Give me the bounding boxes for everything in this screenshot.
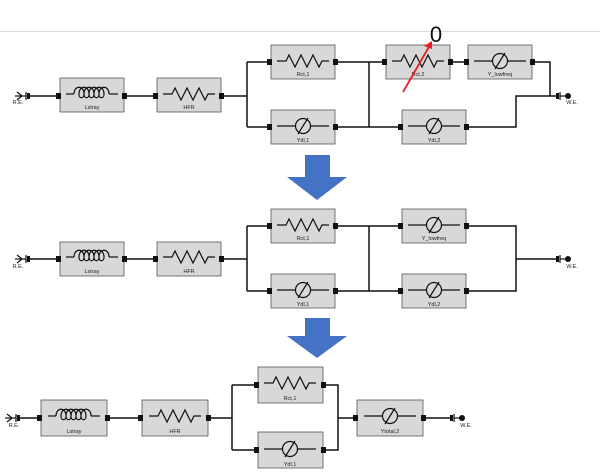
stage3-rct1-label: Rct,1: [284, 396, 297, 402]
stage1-rct2-label: Rct,2: [412, 72, 425, 78]
top-divider: [0, 31, 600, 32]
stage1-rct1-label: Rct,1: [297, 72, 310, 78]
stage2-ydl1-component: Ydl,1: [267, 273, 338, 309]
stage3-ytotal2-label: Ytotal,2: [381, 429, 400, 435]
stage3-re-label: R.E.: [9, 423, 20, 429]
stage1-hfr-component: HFR: [153, 77, 224, 113]
down-arrow-1: [287, 155, 347, 200]
stage2-hfr-label: HFR: [183, 269, 194, 275]
short-circuit-annotation: 0: [402, 22, 442, 93]
stage1-lstray-component: Lstray: [56, 77, 127, 113]
stage2-ydl1-label: Ydl,1: [297, 302, 310, 308]
stage3-ytotal2-component: Ytotal,2: [353, 399, 426, 437]
stage2-ylowfreq-label: Y_lowfreq: [422, 236, 446, 242]
stage1-ylowfreq-label: Y_lowfreq: [488, 72, 512, 78]
stage3-circuit: R.E. Lstray HFR Rct,1 Ydl,1: [4, 366, 472, 469]
stage1-ylowfreq-component: Y_lowfreq: [464, 44, 535, 80]
stage1-circuit: R.E. Lstray HFR Rct,1 Ydl,1: [13, 22, 578, 145]
stage1-ydl1-component: Ydl,1: [267, 109, 338, 145]
stage2-ydl2-component: Ydl,2: [398, 273, 469, 309]
stage3-ydl1-label: Ydl,1: [284, 462, 297, 468]
stage3-hfr-label: HFR: [169, 429, 180, 435]
stage2-rct1-component: Rct,1: [267, 208, 338, 244]
stage3-lstray-component: Lstray: [37, 399, 110, 437]
stage2-ylowfreq-component: Y_lowfreq: [398, 208, 469, 244]
stage1-rct2-component: Rct,2: [382, 44, 453, 80]
stage2-re-label: R.E.: [13, 264, 24, 270]
stage3-we-label: W.E.: [460, 423, 472, 429]
stage2-lstray-component: Lstray: [56, 241, 127, 277]
stage3-rct1-component: Rct,1: [254, 366, 326, 404]
stage1-hfr-label: HFR: [183, 105, 194, 111]
stage1-lstray-label: Lstray: [85, 105, 100, 111]
stage2-we-label: W.E.: [566, 264, 578, 270]
stage3-ydl1-component: Ydl,1: [254, 431, 326, 469]
stage3-hfr-component: HFR: [138, 399, 211, 437]
stage1-re-label: R.E.: [13, 100, 24, 106]
stage1-ydl2-component: Ydl,2: [398, 109, 469, 145]
stage2-circuit: R.E. Lstray HFR Rct,1 Ydl,1: [13, 208, 578, 309]
stage1-ydl1-label: Ydl,1: [297, 138, 310, 144]
stage2-hfr-component: HFR: [153, 241, 224, 277]
stage2-rct1-label: Rct,1: [297, 236, 310, 242]
down-arrow-2: [287, 318, 347, 358]
stage1-rct1-component: Rct,1: [267, 44, 338, 80]
stage2-lstray-label: Lstray: [85, 269, 100, 275]
stage1-ydl2-label: Ydl,2: [428, 138, 441, 144]
stage3-lstray-label: Lstray: [67, 429, 82, 435]
stage1-we-label: W.E.: [566, 100, 578, 106]
stage2-ydl2-label: Ydl,2: [428, 302, 441, 308]
annotation-zero-label: 0: [430, 22, 442, 47]
